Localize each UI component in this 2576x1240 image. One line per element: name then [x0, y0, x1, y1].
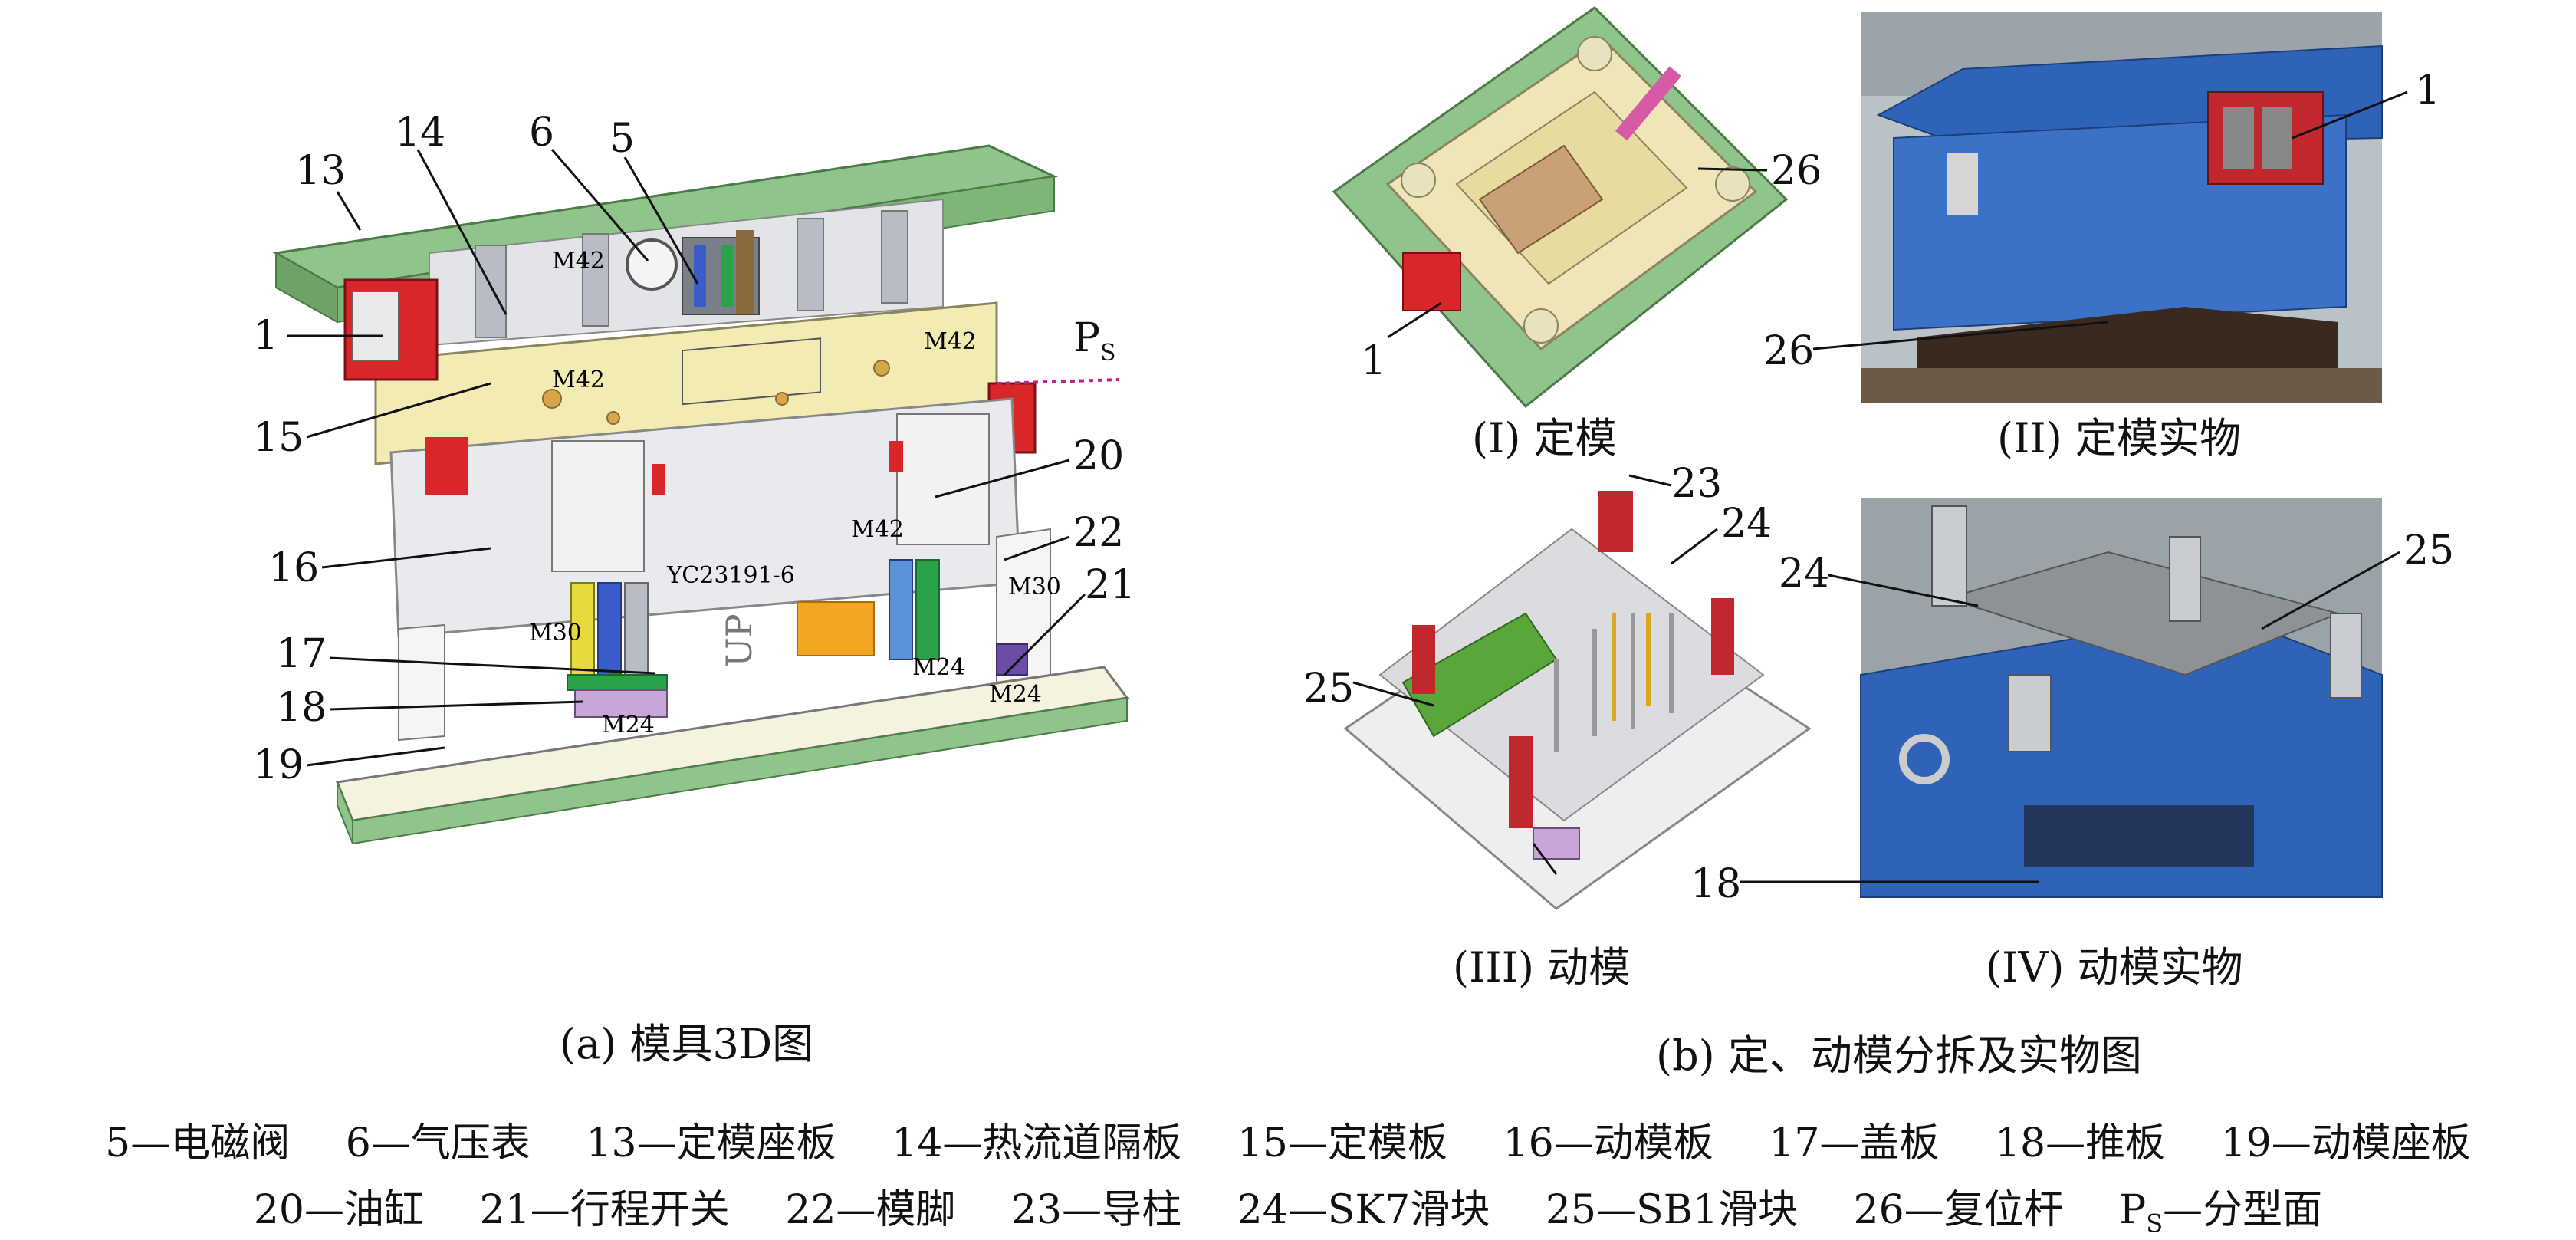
- moving-plate-side-blocks: [551, 413, 990, 572]
- mark-code: YC23191-6: [666, 562, 795, 589]
- callout-24-iv: 24: [1779, 551, 1829, 597]
- callout-26-i: 26: [1771, 148, 1822, 194]
- subcaption-i: (I) 定模: [1472, 414, 1617, 462]
- mark-m24b: M24: [989, 681, 1042, 708]
- orange-label-plate: [797, 601, 875, 656]
- mark-m24c: M24: [912, 654, 965, 681]
- caption-b: (b) 定、动模分拆及实物图: [1656, 1031, 2142, 1080]
- legend-item: 18—推板: [1994, 1120, 2166, 1166]
- callout-25-iii: 25: [1303, 666, 1354, 712]
- fixed-mold-plate-holes: [542, 360, 890, 425]
- callout-18-a: 18: [276, 685, 327, 731]
- ps-label: PS: [1073, 315, 1116, 367]
- callout-6: 6: [529, 110, 554, 156]
- mark-m42c: M42: [552, 367, 605, 393]
- callout-19: 19: [253, 742, 304, 788]
- legend-item: 22—模脚: [785, 1187, 956, 1233]
- left-valve-block: [343, 278, 439, 381]
- legend-item: 16—动模板: [1503, 1120, 1714, 1166]
- callout-18-iv: 18: [1691, 861, 1741, 907]
- legend-line-1: 5—电磁阀 6—气压表 13—定模座板 14—热流道隔板 15—定模板 16—动…: [0, 1110, 2576, 1168]
- legend-item: 26—复位杆: [1853, 1187, 2064, 1233]
- mark-m42a: M42: [552, 248, 605, 275]
- moving-mold-render: [1343, 491, 1812, 910]
- callout-17: 17: [276, 631, 327, 677]
- solenoid-valve: [682, 230, 760, 315]
- mark-m24a: M24: [602, 712, 655, 738]
- legend-item: 13—定模座板: [586, 1120, 836, 1166]
- callouts-a: 13 14 6 5 1 15 16 17 18 19 20 22 21 PS: [253, 110, 1135, 788]
- hydraulic-cylinders: [570, 559, 940, 683]
- callout-1-a: 1: [253, 313, 278, 359]
- callout-13: 13: [295, 148, 346, 194]
- callout-16: 16: [268, 545, 319, 591]
- legend-ps-text: —分型面: [2163, 1187, 2323, 1233]
- legend-item: 19—动模座板: [2220, 1120, 2471, 1166]
- legend-item: 5—电磁阀: [105, 1120, 291, 1166]
- moving-clamp-plate-front: [352, 696, 1128, 845]
- callout-22: 22: [1073, 510, 1124, 556]
- hot-runner-pillars: [475, 210, 909, 338]
- subcaption-ii: (II) 定模实物: [1997, 414, 2241, 462]
- pressure-gauge: [626, 238, 678, 291]
- legend-item: 6—气压表: [345, 1120, 531, 1166]
- subcaption-iii: (III) 动模: [1453, 943, 1630, 992]
- legend-item: 25—SB1滑块: [1545, 1187, 1798, 1233]
- callout-23: 23: [1671, 461, 1722, 507]
- legend-item-parting-surface: PS—分型面: [2119, 1187, 2323, 1238]
- callout-15: 15: [253, 415, 304, 461]
- callout-25-iv: 25: [2404, 528, 2454, 574]
- push-plate: [574, 689, 668, 718]
- callouts-moving-mold-photo: 24 25 18: [1532, 528, 2454, 907]
- callout-26-ii: 26: [1763, 328, 1814, 374]
- legend-item: 15—定模板: [1237, 1120, 1447, 1166]
- parting-surface-line: [996, 378, 1120, 385]
- mark-m30a: M30: [529, 620, 582, 646]
- callouts-fixed-mold: 26 1: [1361, 148, 1822, 384]
- legend-item: 17—盖板: [1769, 1120, 1940, 1166]
- callout-20: 20: [1073, 433, 1124, 479]
- callout-24-iii: 24: [1721, 501, 1772, 547]
- legend-item: 23—导柱: [1010, 1187, 1182, 1233]
- legend-item: 14—热流道隔板: [892, 1120, 1182, 1166]
- moving-plate-red-marks: [426, 437, 903, 495]
- callout-1-ii: 1: [2415, 67, 2440, 113]
- legend-item: 24—SK7滑块: [1237, 1187, 1490, 1233]
- fixed-mold-plate-slot: [682, 337, 821, 406]
- legend-ps-sub: S: [2146, 1209, 2164, 1238]
- callouts-moving-mold: 23 24 25: [1303, 461, 1772, 712]
- mark-up: UP: [718, 613, 760, 667]
- callout-14: 14: [395, 110, 445, 156]
- mark-m42d: M42: [851, 516, 904, 543]
- mark-m42b: M42: [924, 328, 977, 355]
- mark-m30b: M30: [1008, 574, 1061, 600]
- limit-switch: [996, 643, 1028, 676]
- subcaption-iv: (IV) 动模实物: [1986, 943, 2243, 992]
- callouts-fixed-mold-photo: 1 26: [1763, 67, 2440, 374]
- fixed-mold-render: [1332, 6, 1789, 409]
- legend-line-2: 20—油缸 21—行程开关 22—模脚 23—导柱 24—SK7滑块 25—SB…: [0, 1177, 2576, 1238]
- moving-mold-photo: [1860, 498, 2383, 898]
- fixed-mold-photo: [1861, 12, 2383, 403]
- caption-a: (a) 模具3D图: [560, 1020, 813, 1068]
- cover-plate: [567, 674, 668, 691]
- legend-item: 20—油缸: [253, 1187, 424, 1233]
- callout-5: 5: [610, 116, 635, 162]
- callout-21: 21: [1085, 562, 1135, 608]
- callout-1-i: 1: [1361, 338, 1386, 384]
- mold-3d-drawing: M42 M42 M42 M42 M30 M30 M24 M24 M24 YC23…: [272, 144, 1129, 845]
- legend-item: 21—行程开关: [479, 1187, 730, 1233]
- legend-ps-main: P: [2119, 1187, 2147, 1233]
